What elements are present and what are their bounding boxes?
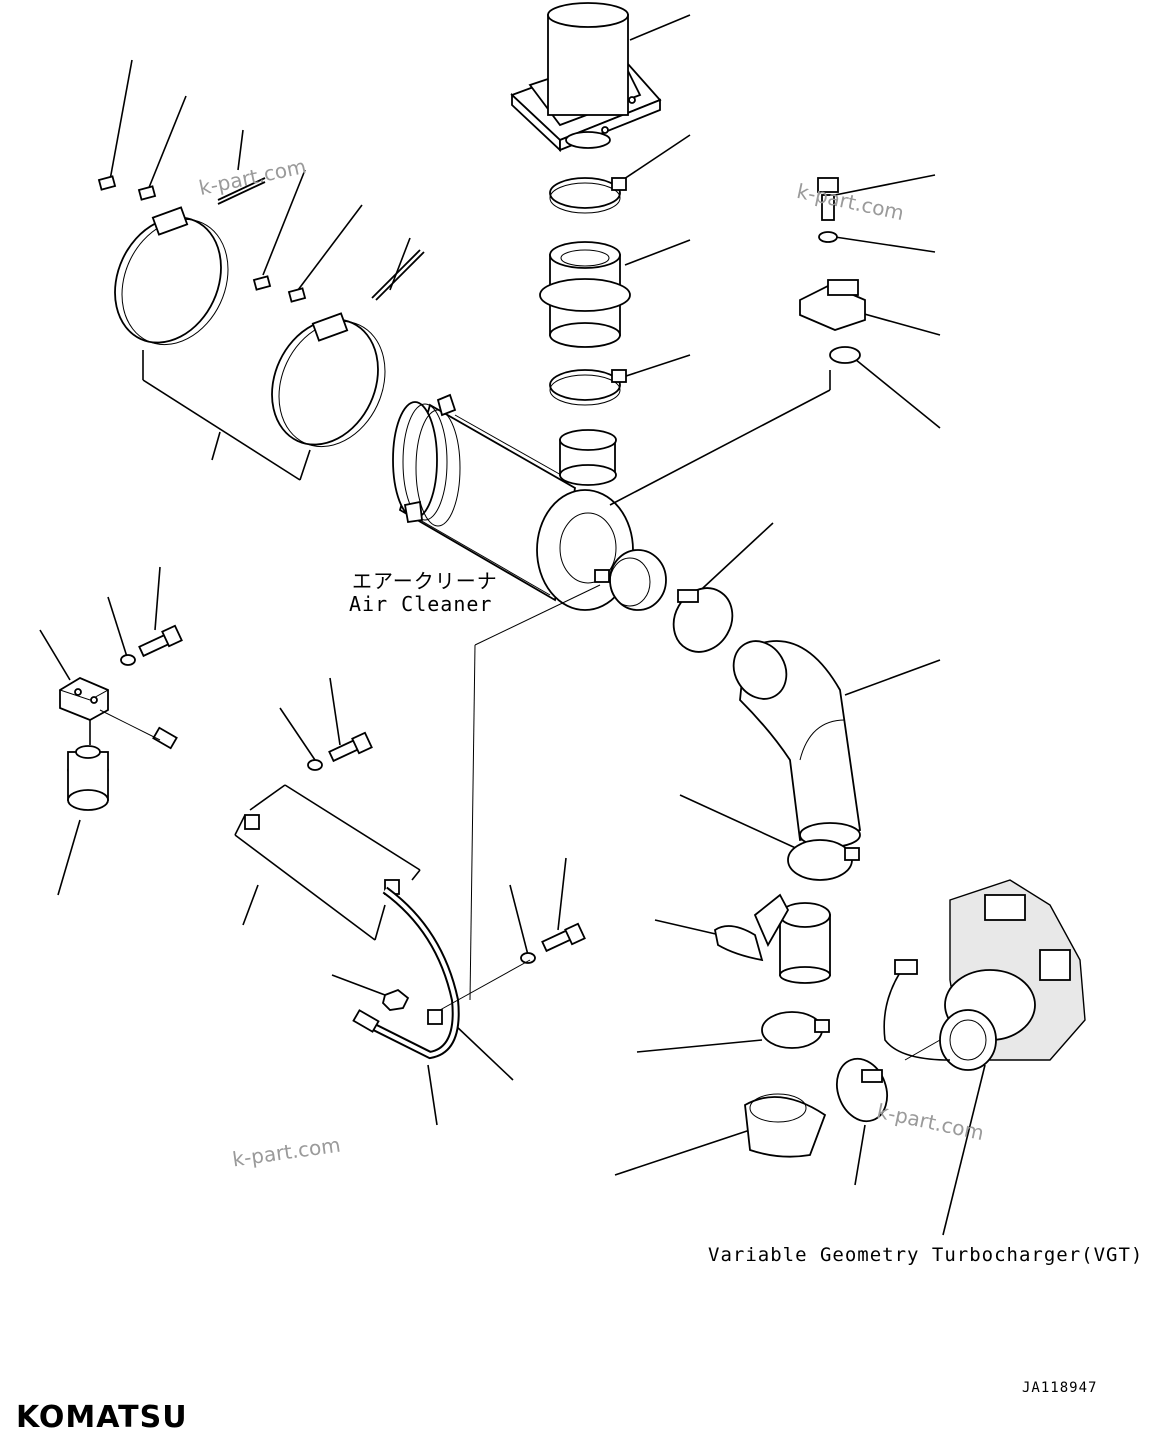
leader-lines [39,14,986,1236]
pressure-sensor [609,177,866,506]
elbow-duct [744,1093,827,1158]
tube-upper [152,726,400,895]
hose-clamp-lower [549,369,627,406]
washer-1 [120,654,136,666]
turbocharger [883,879,1086,1071]
hose-clamp-3 [787,839,860,881]
hose-clamp-elbow [672,587,734,653]
connection-lines [99,584,941,1061]
intake-pipe-flange [510,2,662,153]
washer-3 [520,952,536,964]
bolt-3 [541,922,586,953]
band-clamp-right [252,249,425,448]
rubber-hose-connector [539,241,631,348]
tube-lower [352,886,460,1060]
air-cleaner [392,393,667,611]
hose-clamp-4 [761,1011,830,1049]
clamp-band-brace [142,350,311,481]
mounting-block [58,676,110,721]
komatsu-logo: KOMATSU [16,1400,188,1435]
washer-2 [307,759,323,771]
pressure-switch [67,720,109,811]
hose-clamp-upper [549,177,627,214]
air-cleaner-label-en: Air Cleaner [349,592,493,616]
band-clamp-left [97,175,266,346]
adapter-fitting [713,893,831,984]
hose-clamp-5 [836,1057,888,1123]
drawing-number: JA118947 [1022,1380,1098,1396]
bolt-2 [328,731,373,763]
vgt-label: Variable Geometry Turbocharger(VGT) [708,1244,1144,1266]
elbow-hose [732,640,862,848]
bolt-1 [138,624,183,658]
tube-brace [234,784,421,941]
air-cleaner-label-jp: エアークリーナ [352,569,498,593]
